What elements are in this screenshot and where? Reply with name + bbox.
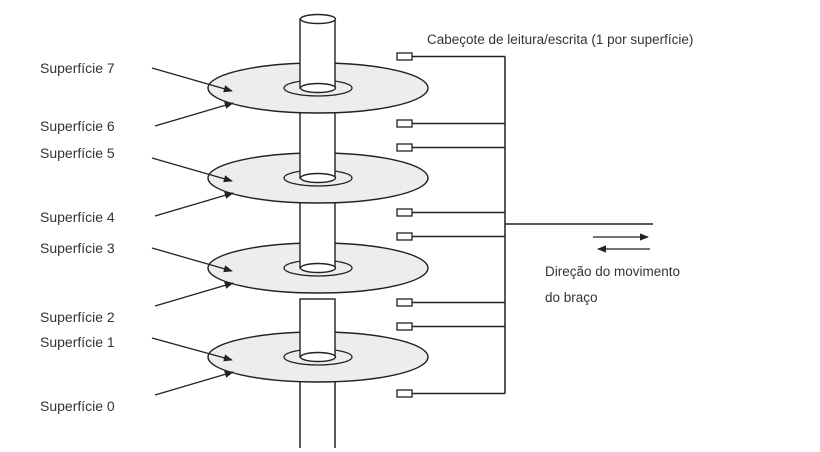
label-surface-5: Superfície 5 bbox=[40, 145, 115, 161]
head-surface-5 bbox=[396, 143, 413, 152]
surface-labels: Superfície 7 Superfície 6 Superfície 5 S… bbox=[40, 60, 115, 414]
label-surface-1: Superfície 1 bbox=[40, 334, 115, 350]
direction-label-line2: do braço bbox=[545, 290, 598, 305]
leader-surface-4 bbox=[154, 191, 234, 217]
head-surface-7 bbox=[396, 52, 413, 61]
spindle-segment bbox=[299, 18, 336, 89]
head-surface-2 bbox=[396, 298, 413, 307]
spindle-top-cap bbox=[299, 13, 337, 25]
head-surface-4 bbox=[396, 208, 413, 217]
spindle-segment bbox=[299, 298, 336, 358]
spindle-segment bbox=[299, 109, 336, 179]
leader-surface-0 bbox=[154, 370, 234, 396]
leader-surface-5 bbox=[151, 157, 233, 183]
head-surface-1 bbox=[396, 322, 413, 331]
label-surface-3: Superfície 3 bbox=[40, 240, 115, 256]
platter-4 bbox=[207, 298, 429, 383]
surface-leaders bbox=[151, 67, 234, 396]
head-surface-3 bbox=[396, 232, 413, 241]
head-surface-0 bbox=[396, 389, 413, 398]
label-surface-6: Superfície 6 bbox=[40, 118, 115, 134]
leader-surface-3 bbox=[151, 247, 233, 273]
leader-surface-6 bbox=[154, 101, 234, 127]
label-surface-4: Superfície 4 bbox=[40, 209, 115, 225]
leader-surface-7 bbox=[151, 67, 233, 93]
platter-1 bbox=[207, 13, 429, 114]
arm-assembly bbox=[412, 55, 653, 395]
head-surface-6 bbox=[396, 119, 413, 128]
direction-label-line1: Direção do movimento bbox=[545, 264, 680, 279]
leader-surface-1 bbox=[151, 337, 233, 362]
platter-2 bbox=[207, 109, 429, 204]
label-surface-7: Superfície 7 bbox=[40, 60, 115, 76]
head-label: Cabeçote de leitura/escrita (1 por super… bbox=[427, 32, 693, 47]
label-surface-2: Superfície 2 bbox=[40, 309, 115, 325]
read-write-heads bbox=[396, 52, 413, 398]
label-surface-0: Superfície 0 bbox=[40, 398, 115, 414]
leader-surface-2 bbox=[154, 281, 234, 307]
